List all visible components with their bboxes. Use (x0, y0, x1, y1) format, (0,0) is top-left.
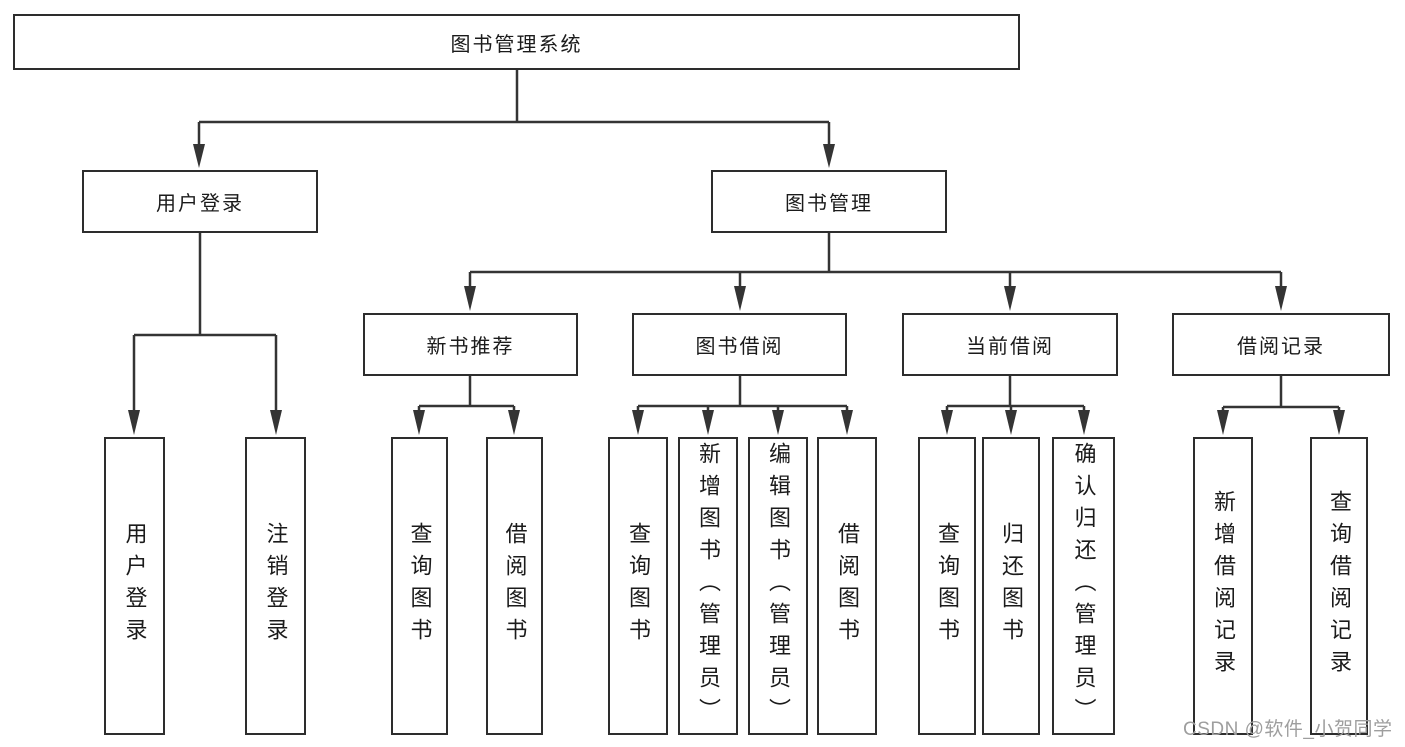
node-borrow-records: 借阅记录 (1172, 313, 1390, 376)
node-borrow-records-label: 借阅记录 (1237, 336, 1325, 358)
leaf-bb-add-books-admin-label: 新增图书（管理员） (696, 442, 721, 730)
leaf-bb-borrow-books-label: 借阅图书 (835, 522, 860, 650)
node-book-borrow-label: 图书借阅 (695, 336, 784, 358)
leaf-cb-return-books-label: 归还图书 (999, 522, 1024, 650)
node-book-management: 图书管理 (711, 170, 947, 233)
leaf-nb-borrow-books: 借阅图书 (486, 437, 543, 735)
leaf-user-login: 用户登录 (104, 437, 165, 735)
leaf-br-add-record: 新增借阅记录 (1193, 437, 1253, 735)
leaf-bb-query-books: 查询图书 (608, 437, 668, 735)
node-book-borrow: 图书借阅 (632, 313, 847, 376)
leaf-logout: 注销登录 (245, 437, 306, 735)
leaf-br-query-record-label: 查询借阅记录 (1327, 490, 1352, 682)
node-current-borrow-label: 当前借阅 (966, 336, 1054, 358)
leaf-bb-query-books-label: 查询图书 (626, 522, 651, 650)
node-new-book-recommend-label: 新书推荐 (426, 336, 515, 358)
leaf-nb-borrow-books-label: 借阅图书 (502, 522, 528, 650)
leaf-bb-edit-books-admin-label: 编辑图书（管理员） (766, 442, 791, 730)
leaf-nb-query-books: 查询图书 (391, 437, 448, 735)
node-library-system-label: 图书管理系统 (450, 33, 583, 56)
leaf-br-query-record: 查询借阅记录 (1310, 437, 1368, 735)
leaf-user-login-label: 用户登录 (122, 522, 148, 650)
leaf-cb-query-books-label: 查询图书 (935, 522, 960, 650)
leaf-bb-borrow-books: 借阅图书 (817, 437, 877, 735)
leaf-cb-query-books: 查询图书 (918, 437, 976, 735)
leaf-br-add-record-label: 新增借阅记录 (1211, 490, 1236, 682)
leaf-cb-confirm-return-admin-label: 确认归还（管理员） (1071, 442, 1097, 730)
node-library-system: 图书管理系统 (13, 14, 1020, 70)
leaf-bb-edit-books-admin: 编辑图书（管理员） (748, 437, 808, 735)
node-user-login: 用户登录 (82, 170, 318, 233)
node-new-book-recommend: 新书推荐 (363, 313, 578, 376)
leaf-nb-query-books-label: 查询图书 (407, 522, 433, 650)
csdn-watermark: CSDN @软件_小贺同学 (1183, 719, 1393, 740)
node-user-login-label: 用户登录 (156, 193, 244, 215)
leaf-bb-add-books-admin: 新增图书（管理员） (678, 437, 738, 735)
leaf-cb-confirm-return-admin: 确认归还（管理员） (1052, 437, 1115, 735)
node-book-management-label: 图书管理 (785, 193, 873, 215)
leaf-logout-label: 注销登录 (263, 522, 289, 650)
leaf-cb-return-books: 归还图书 (982, 437, 1040, 735)
node-current-borrow: 当前借阅 (902, 313, 1118, 376)
